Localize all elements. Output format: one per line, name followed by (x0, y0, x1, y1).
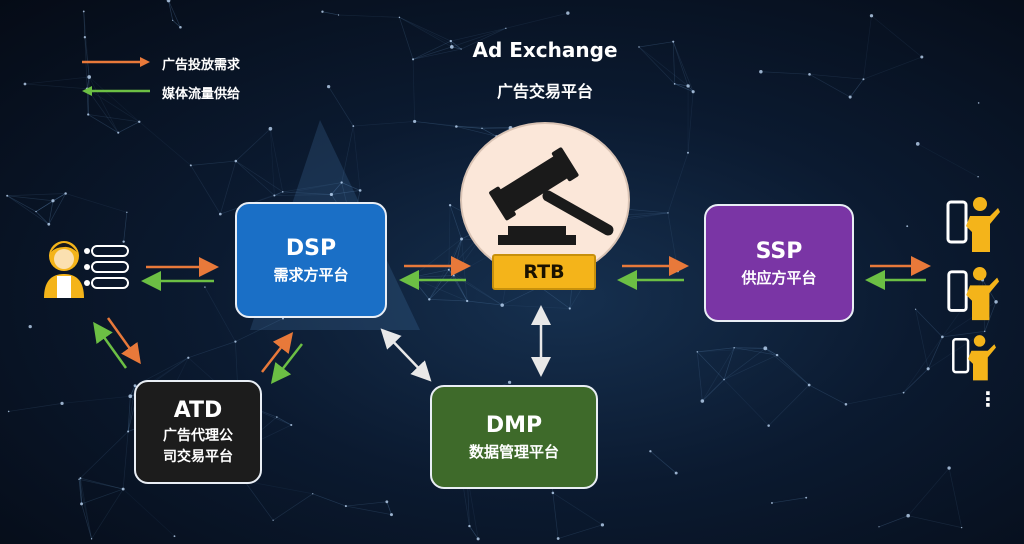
gavel-circle (460, 122, 630, 278)
dmp-box: DMP 数据管理平台 (430, 385, 598, 489)
arrow-dsp-to-atd (270, 343, 303, 384)
legend-demand-arrow (82, 57, 150, 67)
ssp-subtitle: 供应方平台 (741, 268, 817, 287)
arrow-dsp-dmp (380, 328, 432, 382)
arrow-atd-to-dsp (261, 332, 294, 373)
dmp-title: DMP (485, 412, 543, 438)
ssp-box: SSP 供应方平台 (704, 204, 854, 322)
gavel-icon (489, 147, 614, 245)
advertiser-checklist-icon (44, 241, 129, 298)
legend-supply-label: 媒体流量供给 (162, 87, 241, 102)
arrow-atd-to-advertiser (93, 321, 128, 369)
dmp-subtitle: 数据管理平台 (468, 442, 559, 461)
rtb-badge: RTB (492, 254, 596, 290)
legend-supply-arrow (82, 86, 150, 96)
exchange-title-en: Ad Exchange (472, 38, 618, 62)
legend-demand-label: 广告投放需求 (162, 58, 241, 73)
atd-box: ATD 广告代理公 司交易平台 (134, 380, 262, 484)
atd-subtitle-line1: 广告代理公 (163, 427, 233, 444)
exchange-title-cn: 广告交易平台 (496, 82, 593, 101)
dsp-box: DSP 需求方平台 (235, 202, 387, 318)
ssp-title: SSP (755, 238, 803, 264)
dsp-title: DSP (285, 235, 337, 261)
arrow-advertiser-to-atd (106, 317, 141, 365)
dsp-subtitle: 需求方平台 (273, 265, 349, 284)
atd-title: ATD (173, 398, 223, 424)
phone-user-icon (946, 197, 1000, 252)
phone-user-icon (952, 335, 996, 381)
phone-user-icon (947, 266, 1000, 321)
atd-subtitle-line2: 司交易平台 (163, 448, 233, 465)
